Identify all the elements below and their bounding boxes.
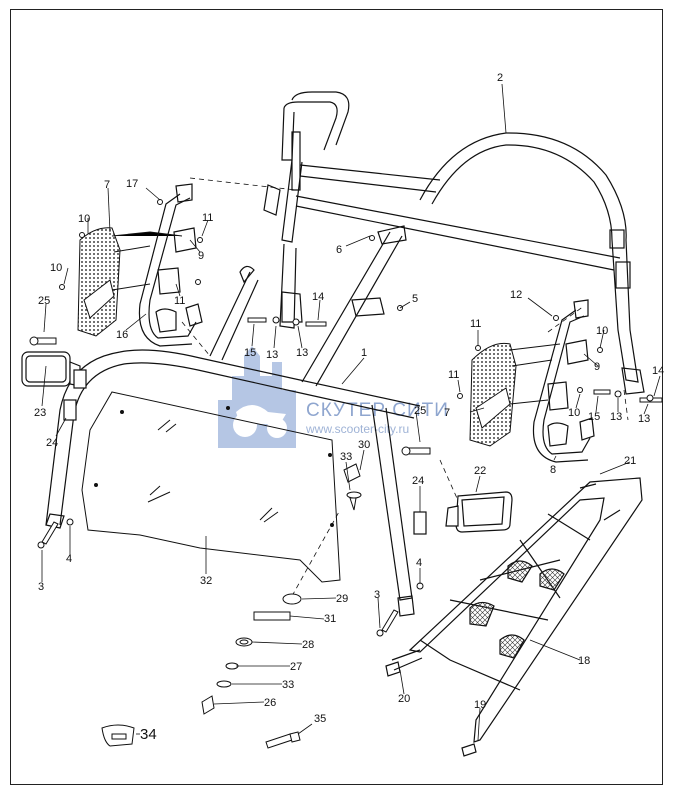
callout-16: 16: [116, 329, 128, 341]
callout-11-d: 11: [448, 369, 459, 381]
callout-25-left: 25: [38, 295, 50, 307]
callout-10-a: 10: [78, 213, 90, 225]
callout-25-right: 25: [414, 405, 426, 417]
callout-12: 12: [510, 289, 522, 301]
right-mirror: [413, 491, 513, 535]
callout-20: 20: [398, 693, 410, 705]
callout-3-left: 3: [38, 581, 44, 593]
callout-17: 17: [126, 178, 138, 190]
left-grab-handle: [138, 183, 203, 347]
callout-4-left: 4: [66, 553, 72, 565]
callout-9-right: 9: [594, 361, 600, 373]
callout-33-top: 33: [340, 451, 352, 463]
callout-29: 29: [336, 593, 348, 605]
callout-21: 21: [624, 455, 636, 467]
callout-8: 8: [550, 464, 556, 476]
callout-13-a: 13: [266, 349, 278, 361]
watermark-logo: [218, 346, 296, 448]
callout-3-right: 3: [374, 589, 380, 601]
callout-1: 1: [361, 347, 367, 359]
callout-24-left: 24: [46, 437, 58, 449]
callout-35: 35: [314, 713, 326, 725]
rear-roll-bar: [263, 91, 645, 395]
callout-15-left: 15: [244, 347, 256, 359]
callout-31: 31: [324, 613, 336, 625]
rear-cargo-net: [385, 477, 643, 757]
callout-10-d: 10: [568, 407, 580, 419]
callout-13-c: 13: [610, 411, 622, 423]
callout-34: 34: [140, 726, 157, 743]
left-mirror: [21, 351, 87, 421]
diagram-border: [10, 9, 663, 785]
callout-11-a: 11: [202, 212, 213, 224]
callout-2: 2: [497, 72, 503, 84]
fasteners: [29, 199, 663, 749]
right-grab-handle: [532, 299, 595, 463]
callout-11-b: 11: [174, 295, 185, 307]
callout-5: 5: [412, 293, 418, 305]
callout-23: 23: [34, 407, 46, 419]
callout-10-c: 10: [596, 325, 608, 337]
callout-labels: 1 2 3 3 4 4 5 6 7 7 8 9 9 10 10 10 10 11…: [34, 72, 664, 743]
callout-22: 22: [474, 465, 486, 477]
callout-24-right: 24: [412, 475, 424, 487]
callout-33-bottom: 33: [282, 679, 294, 691]
callout-32: 32: [200, 575, 212, 587]
callout-13-b: 13: [296, 347, 308, 359]
leader-lines: [41, 83, 661, 741]
callout-14-left: 14: [312, 291, 324, 303]
watermark-url: www.scooter-city.ru: [305, 422, 409, 436]
callout-7-left: 7: [104, 179, 110, 191]
watermark-title: СКУТЕР СИТИ: [306, 400, 449, 421]
callout-26: 26: [264, 697, 276, 709]
right-side-net: [469, 342, 561, 447]
callout-9-left: 9: [198, 250, 204, 262]
callout-6: 6: [336, 244, 342, 256]
windshield: [81, 391, 341, 583]
callout-15-right: 15: [588, 411, 600, 423]
callout-7-right: 7: [444, 407, 450, 419]
callout-30: 30: [358, 439, 370, 451]
callout-18: 18: [578, 655, 590, 667]
callout-4-right: 4: [416, 557, 422, 569]
callout-28: 28: [302, 639, 314, 651]
callout-13-d: 13: [638, 413, 650, 425]
front-roll-bar: [45, 265, 421, 617]
callout-14-right: 14: [652, 365, 664, 377]
callout-11-c: 11: [470, 318, 481, 330]
left-side-net: [77, 227, 183, 337]
callout-19: 19: [474, 699, 486, 711]
callout-27: 27: [290, 661, 302, 673]
callout-10-b: 10: [50, 262, 62, 274]
